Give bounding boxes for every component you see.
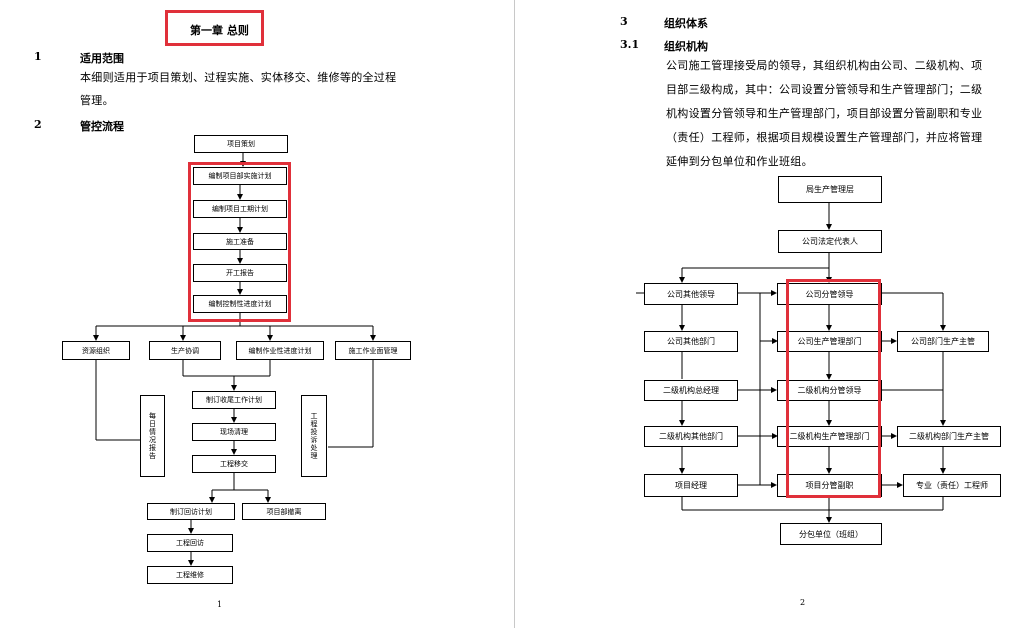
document-page-1: 第一章 总则 1 适用范围 本细则适用于项目策划、过程实施、实体移交、维修等的全… xyxy=(0,0,514,628)
section-title: 组织体系 xyxy=(664,17,708,30)
section-title: 组织机构 xyxy=(664,40,708,53)
flow-step-project-planning: 项目策划 xyxy=(194,135,288,153)
flow-step-construction-prep: 施工准备 xyxy=(193,233,287,250)
page-divider xyxy=(514,0,515,628)
flow-step-daily-report: 每日情况报告 xyxy=(140,395,165,477)
org-node-company-leader: 公司分管领导 xyxy=(777,283,882,305)
flow-step-start-report: 开工报告 xyxy=(193,264,287,282)
flow-step-closing-plan: 制订收尾工作计划 xyxy=(192,391,276,409)
section-number: 3.1 xyxy=(620,38,640,51)
org-chart-connectors xyxy=(636,203,946,523)
org-node-legal-representative: 公司法定代表人 xyxy=(778,230,882,253)
page-number: 2 xyxy=(800,598,806,607)
chapter-title-highlight xyxy=(165,10,264,46)
paragraph-line: 公司施工管理接受局的领导，其组织机构由公司、二级机构、项 xyxy=(666,59,983,72)
org-chart-highlight xyxy=(786,279,881,498)
flow-step-worksite-mgmt: 施工作业面管理 xyxy=(335,341,411,360)
org-node-company-other-leaders: 公司其他领导 xyxy=(644,283,738,305)
flow-step-control-schedule: 编制控制性进度计划 xyxy=(193,295,287,313)
org-node-level2-production-dept: 二级机构生产管理部门 xyxy=(777,426,882,447)
org-node-level2-other-depts: 二级机构其他部门 xyxy=(644,426,738,447)
paragraph-line: （责任）工程师，根据项目规模设置生产管理部门，并应将管理 xyxy=(666,131,983,144)
section-title: 适用范围 xyxy=(80,52,124,65)
org-node-bureau-production: 局生产管理层 xyxy=(778,176,882,203)
paragraph-line: 目部三级构成，其中：公司设置分管领导和生产管理部门；二级 xyxy=(666,83,983,96)
paragraph-line: 本细则适用于项目策划、过程实施、实体移交、维修等的全过程 xyxy=(80,71,397,84)
section-number: 2 xyxy=(34,118,42,131)
org-node-project-manager: 项目经理 xyxy=(644,474,738,497)
flow-step-site-cleanup: 现场清理 xyxy=(192,423,276,441)
org-node-company-dept-head: 公司部门生产主管 xyxy=(897,331,989,352)
flow-step-handover: 工程移交 xyxy=(192,455,276,473)
flow-step-implementation-plan: 编制项目部实施计划 xyxy=(193,167,287,185)
flow-step-resource-org: 资源组织 xyxy=(62,341,130,360)
page-number: 1 xyxy=(217,600,223,609)
org-node-engineer: 专业（责任）工程师 xyxy=(903,474,1001,497)
flow-step-complaint-handling: 工程投诉处理 xyxy=(301,395,327,477)
org-node-company-production-dept: 公司生产管理部门 xyxy=(777,331,882,352)
flow-step-evacuation: 项目部撤离 xyxy=(242,503,326,520)
paragraph-line: 管理。 xyxy=(80,94,114,107)
org-node-level2-gm: 二级机构总经理 xyxy=(644,380,738,401)
org-node-subcontractor: 分包单位（班组） xyxy=(780,523,882,545)
flow-step-revisit: 工程回访 xyxy=(147,534,233,552)
flow-highlight xyxy=(188,162,291,322)
org-node-company-other-depts: 公司其他部门 xyxy=(644,331,738,352)
flow-step-production-coord: 生产协调 xyxy=(149,341,221,360)
org-node-level2-leader: 二级机构分管领导 xyxy=(777,380,882,401)
flow-step-revisit-plan: 制订回访计划 xyxy=(147,503,235,520)
org-node-level2-dept-head: 二级机构部门生产主管 xyxy=(897,426,1001,447)
section-title: 管控流程 xyxy=(80,120,124,133)
paragraph-line: 机构设置分管领导和生产管理部门，项目部设置分管副职和专业 xyxy=(666,107,983,120)
section-number: 3 xyxy=(620,15,628,28)
flow-step-schedule-plan: 编制项目工期计划 xyxy=(193,200,287,218)
document-page-2: 3 组织体系 3.1 组织机构 公司施工管理接受局的领导，其组织机构由公司、二级… xyxy=(516,0,1031,628)
flow-step-work-schedule: 编制作业性进度计划 xyxy=(236,341,324,360)
chapter-title: 第一章 总则 xyxy=(190,24,249,37)
flow-step-maintenance: 工程维修 xyxy=(147,566,233,584)
section-number: 1 xyxy=(34,50,42,63)
paragraph-line: 延伸到分包单位和作业班组。 xyxy=(666,155,813,168)
